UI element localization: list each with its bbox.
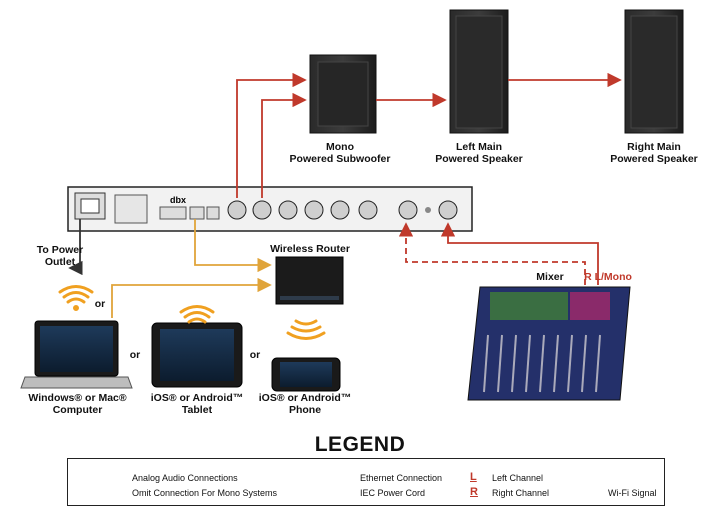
wireless-router — [275, 256, 344, 305]
legend-ethernet-label: Ethernet Connection — [360, 473, 443, 483]
or-label-3: or — [249, 349, 261, 361]
legend-omit-label: Omit Connection For Mono Systems — [132, 488, 278, 498]
legend-right-letter: R — [470, 486, 478, 498]
analog-connections — [236, 72, 622, 198]
mixer-right-connection — [440, 222, 599, 285]
legend-left-letter: L — [470, 471, 477, 483]
legend-analog-label: Analog Audio Connections — [132, 473, 238, 483]
legend-title: LEGEND — [314, 433, 406, 456]
wifi-icon-router — [286, 319, 326, 340]
mixer-label: Mixer — [536, 271, 564, 283]
subwoofer — [309, 54, 377, 134]
mono-omit-connection — [398, 222, 586, 285]
legend-box — [67, 458, 665, 506]
tablet-device — [151, 322, 243, 388]
rack-brand: dbx — [170, 195, 186, 205]
mixer-channel-label: R L/Mono — [584, 271, 632, 283]
power-cord — [68, 219, 83, 276]
or-label-2: or — [129, 349, 141, 361]
rack-processor: dbx — [67, 186, 473, 232]
wifi-icon-tablet — [179, 305, 215, 324]
legend-right-label: Right Channel — [492, 488, 550, 498]
left-main-speaker — [449, 9, 509, 134]
phone-device — [271, 357, 341, 392]
laptop-computer — [20, 320, 133, 389]
legend-wifi-label: Wi-Fi Signal — [608, 488, 657, 498]
legend-left-label: Left Channel — [492, 473, 544, 483]
router-label: Wireless Router — [270, 243, 350, 255]
right-main-speaker — [624, 9, 684, 134]
mixer-console — [467, 286, 631, 401]
wifi-icon-laptop — [58, 285, 94, 311]
or-label-1: or — [94, 298, 106, 310]
legend-iec-label: IEC Power Cord — [360, 488, 426, 498]
ethernet-connections — [111, 219, 272, 318]
computer-label: Windows® or Mac®Computer — [28, 392, 127, 416]
